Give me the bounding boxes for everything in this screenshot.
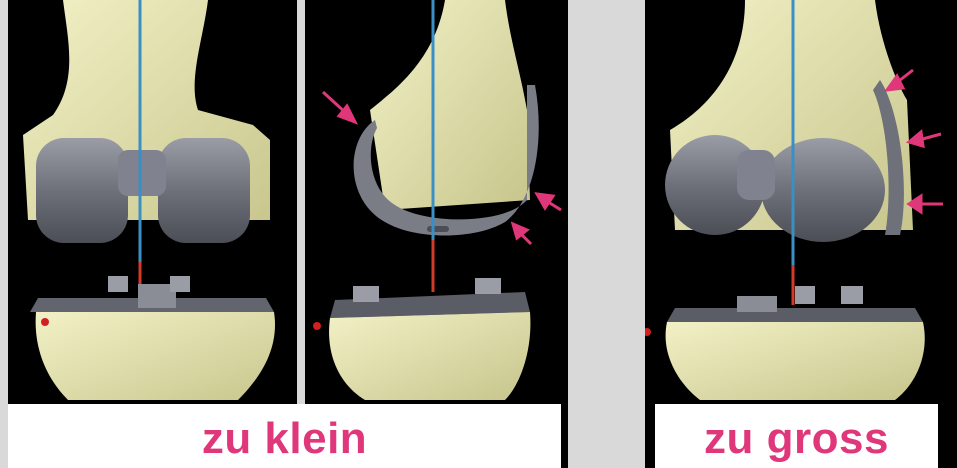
tibial-lug-left	[353, 286, 379, 302]
caption-large: zu gross	[655, 414, 938, 464]
caption-box-large: zu gross	[655, 404, 938, 468]
landmark-dot-icon	[41, 318, 49, 326]
tibial-lug-left	[108, 276, 128, 292]
femoral-box	[118, 150, 166, 196]
tibia-bone	[329, 312, 530, 400]
femoral-condyle-left	[36, 138, 128, 243]
caption-box-small: zu klein	[8, 404, 561, 468]
tibial-lug-right	[841, 286, 863, 304]
tibial-lug-right	[475, 278, 501, 294]
panel-side-view	[305, 0, 568, 468]
tibia-bone	[666, 322, 925, 400]
panel-oblique-view	[645, 0, 957, 468]
pointer-arrow-icon	[909, 132, 941, 146]
tibia-bone	[36, 312, 275, 400]
femur-bone	[370, 0, 530, 210]
femoral-condyle-right	[158, 138, 250, 243]
landmark-dot-icon	[645, 328, 651, 336]
tibial-tray	[667, 308, 923, 322]
pointer-arrow-icon	[323, 92, 355, 122]
tibial-lug-left	[795, 286, 815, 304]
femoral-condyle-right	[761, 138, 885, 242]
pointer-arrow-icon	[537, 194, 561, 210]
femoral-box	[737, 150, 775, 200]
pointer-arrow-icon	[909, 196, 943, 212]
caption-small: zu klein	[8, 414, 561, 464]
oblique-view-illustration	[645, 0, 957, 468]
panel-front-view	[8, 0, 297, 468]
landmark-dot-icon	[313, 322, 321, 330]
tibial-post	[737, 296, 777, 312]
femoral-slot	[427, 226, 449, 232]
pointer-arrow-icon	[513, 224, 531, 244]
front-view-illustration	[8, 0, 297, 468]
tibial-lug-right	[170, 276, 190, 292]
side-view-illustration	[305, 0, 568, 468]
